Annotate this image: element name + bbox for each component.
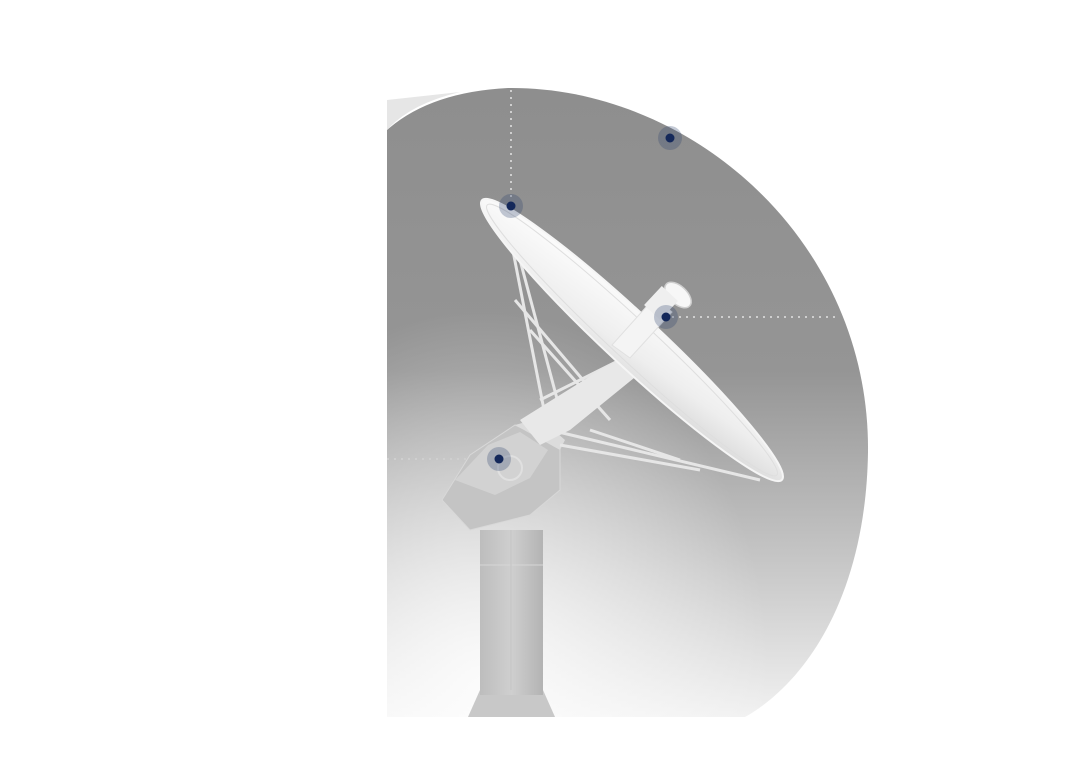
hotspot-sky[interactable] — [658, 126, 682, 150]
location-dot-icon — [665, 133, 675, 143]
hotspot-mount-gearbox[interactable] — [487, 447, 511, 471]
pedestal — [468, 530, 555, 717]
hotspot-reflector-rim[interactable] — [499, 194, 523, 218]
backdrop-panel — [387, 87, 869, 718]
location-dot-icon — [661, 312, 671, 322]
guide-lines — [387, 90, 840, 460]
location-dot-icon — [494, 454, 504, 464]
elevation-boom — [520, 350, 650, 445]
feed-horn — [611, 281, 692, 359]
mount-gearbox — [441, 418, 565, 531]
hotspot-feed-horn[interactable] — [654, 305, 678, 329]
location-dot-icon — [506, 201, 516, 211]
